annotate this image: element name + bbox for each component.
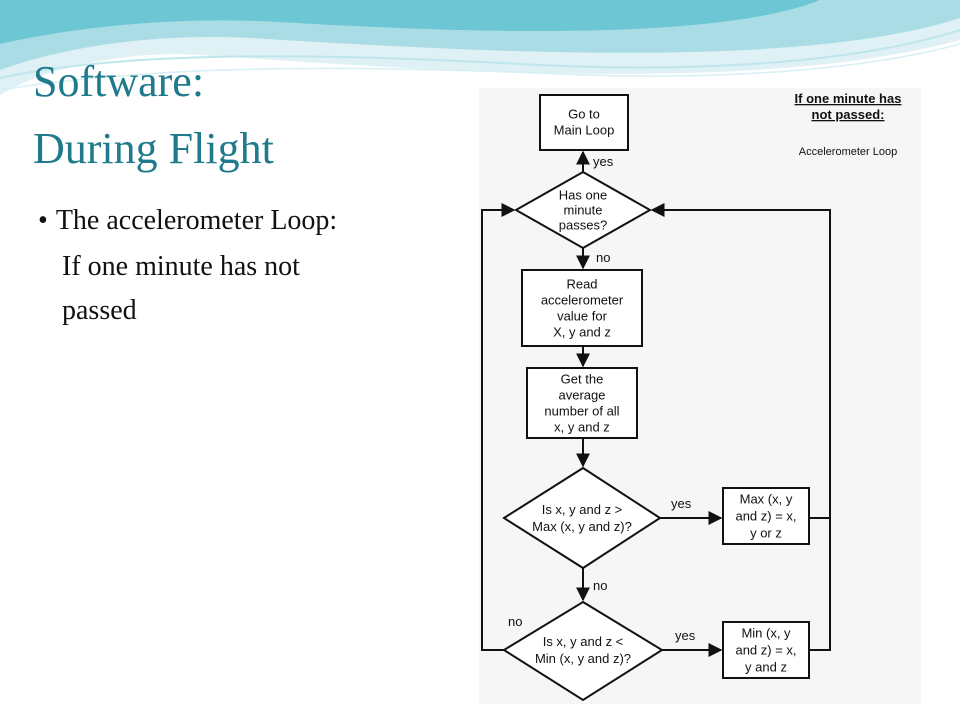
node-label-read-accel-line-2: accelerometer	[541, 293, 624, 308]
node-label-check-max-line-2: Max (x, y and z)?	[532, 519, 632, 534]
node-check-max	[502, 466, 662, 570]
node-label-get-average-line-2: average	[559, 388, 606, 403]
node-label-get-average-line-1: Get the	[561, 372, 604, 387]
bullet-dot-icon: •	[38, 205, 48, 236]
node-read-accelerometer	[521, 269, 643, 347]
node-set-max	[722, 487, 810, 545]
node-label-set-max-line-2: and z) = x,	[735, 509, 796, 524]
node-check-min	[502, 600, 664, 702]
bullet-text: The accelerometer Loop:	[55, 205, 338, 236]
node-label-get-average-line-4: x, y and z	[554, 420, 610, 435]
node-label-goto-main-line-2: Main Loop	[554, 123, 615, 138]
edge-min-no-loop	[481, 203, 516, 651]
flowchart-caption-line-1: If one minute has	[795, 91, 902, 106]
flowchart-caption-line-2: not passed:	[812, 107, 885, 122]
node-label-check-minute-line-2: minute	[563, 203, 602, 218]
node-go-to-main-loop	[539, 94, 629, 151]
node-label-read-accel-line-4: X, y and z	[553, 325, 611, 340]
slide-title-line-1: Software:	[33, 57, 205, 106]
node-label-set-max-line-1: Max (x, y	[740, 492, 793, 507]
node-label-read-accel-line-1: Read	[566, 277, 597, 292]
edge-label-minute-no: no	[596, 250, 610, 265]
edge-label-max-no: no	[593, 578, 607, 593]
node-label-check-min-line-2: Min (x, y and z)?	[535, 651, 631, 666]
node-label-get-average-line-3: number of all	[544, 404, 619, 419]
node-label-read-accel-line-3: value for	[557, 309, 608, 324]
edge-label-min-no: no	[508, 614, 522, 629]
node-label-check-minute-line-3: passes?	[559, 218, 607, 233]
flowchart-caption-subtitle: Accelerometer Loop	[799, 146, 897, 158]
node-label-set-max-line-3: y or z	[750, 526, 782, 541]
node-set-min	[722, 621, 810, 679]
node-label-check-min-line-1: Is x, y and z <	[543, 634, 624, 649]
node-label-set-min-line-1: Min (x, y	[741, 626, 791, 641]
node-label-check-minute-line-1: Has one	[559, 188, 607, 203]
node-label-goto-main-line-1: Go to	[568, 107, 600, 122]
node-label-set-min-line-2: and z) = x,	[735, 643, 796, 658]
edge-label-min-yes: yes	[675, 628, 696, 643]
edge-set-min-loop	[650, 203, 831, 651]
bullet-subtext-line-1: If one minute has not	[62, 251, 300, 282]
bullet-item: •The accelerometer Loop:	[38, 205, 337, 237]
node-label-check-max-line-1: Is x, y and z >	[542, 502, 623, 517]
bullet-subtext-line-2: passed	[62, 295, 137, 326]
edge-label-max-yes: yes	[671, 496, 692, 511]
node-get-average	[526, 367, 638, 439]
node-label-set-min-line-3: y and z	[745, 660, 787, 675]
slide-title-line-2: During Flight	[33, 124, 274, 173]
header-wave-decoration	[0, 0, 960, 95]
edge-label-minute-yes: yes	[593, 154, 614, 169]
